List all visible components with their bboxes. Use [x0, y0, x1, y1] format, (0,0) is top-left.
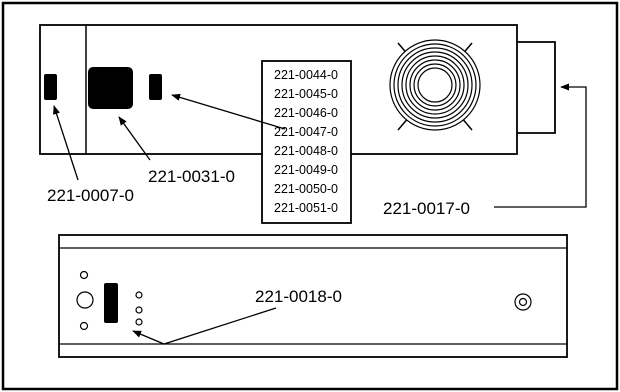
part-number: 221-0044-0	[274, 68, 338, 82]
switch-part-list-box	[261, 60, 352, 224]
part-number: 221-0050-0	[274, 182, 338, 196]
led-hole	[135, 318, 143, 326]
indicator-hole	[79, 270, 89, 280]
indicator-hole	[79, 321, 89, 331]
fuse-holder	[44, 74, 57, 100]
part-number: 221-0048-0	[274, 144, 338, 158]
arrow-fuse	[53, 105, 79, 181]
part-number: 221-0046-0	[274, 106, 338, 120]
mount-screw-inner	[518, 297, 528, 307]
power-switch	[104, 283, 118, 323]
label-power-switch: 221-0018-0	[255, 287, 342, 306]
fan-side-housing	[517, 41, 556, 134]
label-power-inlet: 221-0031-0	[148, 167, 235, 186]
front-panel-body	[58, 234, 568, 358]
led-hole	[135, 306, 143, 314]
label-fuse-holder: 221-0007-0	[47, 186, 134, 205]
voltage-switch	[149, 74, 162, 100]
part-number: 221-0049-0	[274, 163, 338, 177]
part-number: 221-0051-0	[274, 201, 338, 215]
knob-hole	[76, 291, 94, 309]
part-number: 221-0045-0	[274, 87, 338, 101]
arrow-inlet	[118, 116, 151, 161]
arrow-power-switch	[132, 307, 277, 345]
switch-part-list: 221-0044-0 221-0045-0 221-0046-0 221-004…	[274, 68, 338, 215]
arrow-fan	[494, 83, 587, 208]
led-hole	[135, 291, 143, 299]
fan-grille	[389, 39, 481, 131]
mount-screw-outer	[514, 293, 532, 311]
power-inlet	[88, 67, 133, 109]
label-fan: 221-0017-0	[383, 199, 470, 218]
front-panel-unit	[58, 234, 568, 358]
callout-arrows	[53, 83, 587, 208]
arrow-switch	[171, 93, 286, 130]
part-number: 221-0047-0	[274, 125, 338, 139]
rear-panel-unit	[39, 24, 556, 155]
